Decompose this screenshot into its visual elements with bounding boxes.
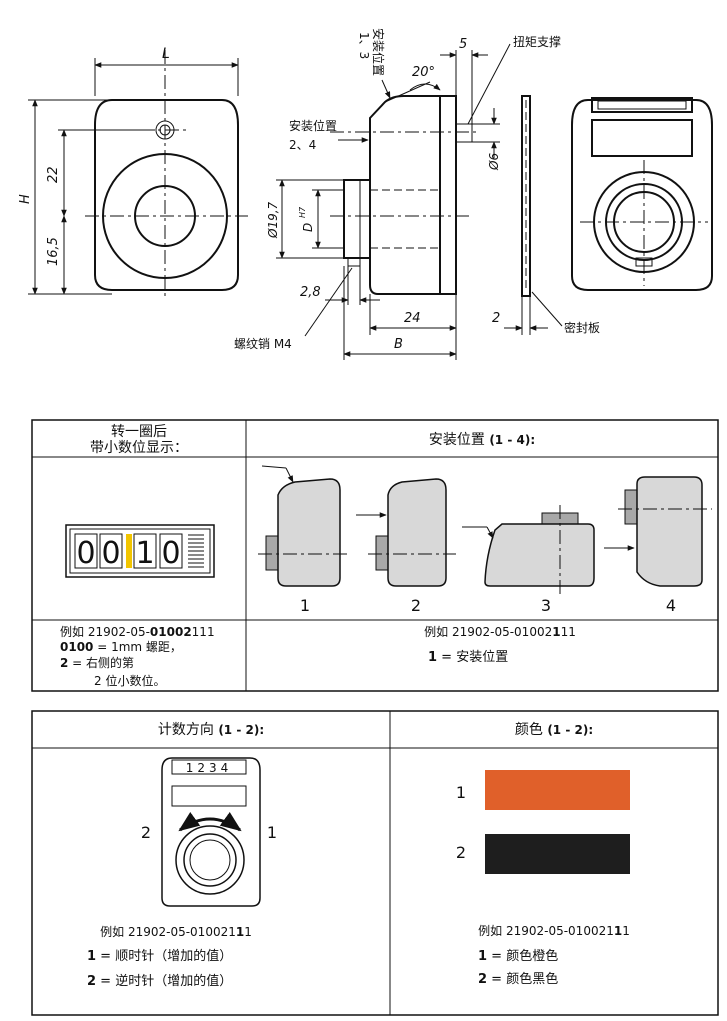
dim-22-label: 22 — [46, 166, 61, 183]
t1-head-left-line2: 带小数位显示： — [90, 440, 188, 456]
t2-right-line3-rest: = 颜色黑色 — [487, 971, 558, 987]
t2-right-line3: 2 = 颜色黑色 — [478, 971, 558, 987]
t1-left-line4: 2 位小数位。 — [94, 673, 165, 688]
t1-left-line2-rest: = 1mm 螺距， — [93, 640, 182, 654]
dim-5-label: 5 — [459, 37, 467, 52]
color-swatch-black — [485, 834, 630, 874]
t1-right-example-suffix: 11 — [561, 625, 576, 639]
dim-L-label: L — [162, 46, 170, 62]
dim-H-label: H — [18, 194, 33, 204]
t2-right-line2: 1 = 颜色橙色 — [478, 948, 558, 964]
t1-left-line3-bold: 2 — [60, 656, 68, 670]
mount-pos-3-label: 3 — [541, 596, 551, 615]
t1-left-line3-rest: = 右侧的第 — [68, 655, 134, 670]
counter-digit-2: 0 — [101, 536, 120, 571]
t2-left-line3-bold: 2 — [87, 974, 96, 989]
t2-left-example-suffix: 1 — [244, 925, 252, 939]
mount-pos-3-icon: 3 — [462, 505, 595, 615]
t2-head-right-text: 颜色 — [515, 721, 547, 738]
counter-digit-3: 1 — [135, 536, 154, 571]
t2-right-line2-rest: = 颜色橙色 — [487, 948, 558, 964]
t2-left-example-bold: 1 — [236, 925, 244, 939]
t2-left-line2-rest: = 顺时针（增加的值） — [96, 948, 232, 964]
dim-B-label: B — [394, 337, 403, 352]
front-view: L H 22 16,5 — [18, 46, 248, 300]
t2-head-left-range: (1 - 2): — [218, 723, 264, 737]
t2-left-example: 例如 21902-05-01002111 — [100, 924, 252, 939]
counter-display: 0 0 1 0 — [65, 524, 215, 578]
mount-pos-4-label: 4 — [666, 596, 676, 615]
t2-left-example-prefix: 例如 21902-05-010021 — [100, 924, 236, 939]
t2-left-line3: 2 = 逆时针（增加的值） — [87, 973, 232, 989]
t1-left-example-suffix: 111 — [192, 625, 215, 639]
t2-head-right: 颜色 (1 - 2): — [515, 721, 593, 738]
mount-pos-4-icon: 4 — [604, 476, 712, 615]
mount-pos-24-line2: 2、4 — [289, 138, 316, 152]
t1-right-line2-bold: 1 — [428, 650, 437, 665]
t2-head-right-range: (1 - 2): — [547, 723, 593, 737]
counter-scale — [188, 534, 204, 568]
color-swatch-orange — [485, 770, 630, 810]
t1-right-example-prefix: 例如 21902-05-01002 — [424, 624, 552, 639]
counter-digit-1: 0 — [76, 536, 95, 571]
dir-left-label: 2 — [141, 823, 151, 842]
side-view: 5 20° 安装位置 1、3 安装位置 2、4 扭矩支撑 Ø6 Ø19,7 D … — [234, 28, 561, 360]
t2-left-line2: 1 = 顺时针（增加的值） — [87, 948, 232, 964]
mount-pos-1-label: 1 — [300, 596, 310, 615]
t2-head-left-text: 计数方向 — [158, 722, 218, 738]
table-2: 计数方向 (1 - 2): 颜色 (1 - 2): 1234 2 1 例如 21… — [31, 710, 719, 1016]
t1-left-line3: 2 = 右侧的第 — [60, 655, 134, 670]
t1-head-right-text: 安装位置 — [429, 432, 489, 448]
dim-20deg-label: 20° — [412, 65, 435, 80]
mount-pos-24-line1: 安装位置 — [289, 118, 337, 133]
mini-counter-digits: 1234 — [186, 761, 233, 775]
mount-pos-2-icon: 2 — [356, 478, 456, 615]
t1-head-left-line1: 转一圈后 — [111, 424, 167, 440]
dim-d19-7-label: Ø19,7 — [266, 201, 280, 239]
threaded-pin-label: 螺纹销 M4 — [234, 337, 292, 351]
t2-right-example-suffix: 1 — [622, 924, 630, 938]
t2-right-example-prefix: 例如 21902-05-010021 — [478, 923, 614, 938]
t2-right-line3-bold: 2 — [478, 972, 487, 987]
dim-D-sup: H7 — [298, 206, 307, 218]
torque-support-label: 扭矩支撑 — [513, 34, 561, 49]
t1-left-example-prefix: 例如 21902-05- — [60, 624, 150, 639]
t2-head-left: 计数方向 (1 - 2): — [158, 722, 264, 738]
dir-right-label: 1 — [267, 823, 277, 842]
mount-pos-13-line1: 安装位置 — [371, 28, 386, 76]
mount-pos-13-line2: 1、3 — [357, 32, 371, 59]
seal-plate-label: 密封板 — [564, 320, 600, 335]
dim-D-label: D — [301, 223, 315, 232]
seal-plate-view: 2 密封板 — [492, 95, 600, 335]
counting-direction-icon: 1234 2 1 — [141, 757, 277, 907]
back-view — [571, 97, 713, 291]
mount-pos-2-label: 2 — [411, 596, 421, 615]
t1-right-line2-rest: = 安装位置 — [437, 650, 508, 665]
t1-right-example-bold: 1 — [552, 625, 560, 639]
color-1-label: 1 — [456, 783, 466, 802]
t2-left-line2-bold: 1 — [87, 949, 96, 964]
dim-2-label: 2 — [492, 311, 500, 326]
dim-16-5-label: 16,5 — [46, 237, 61, 266]
counter-digit-4: 0 — [161, 536, 180, 571]
t2-right-example: 例如 21902-05-01002111 — [478, 923, 630, 938]
dim-d6-label: Ø6 — [487, 153, 501, 171]
t2-left-line3-rest: = 逆时针（增加的值） — [96, 973, 232, 989]
t1-left-example: 例如 21902-05-01002111 — [60, 624, 215, 639]
dim-24-label: 24 — [404, 311, 421, 326]
color-2-label: 2 — [456, 843, 466, 862]
t1-head-right-range: (1 - 4): — [489, 433, 535, 447]
t1-right-line2: 1 = 安装位置 — [428, 650, 508, 665]
t1-left-line2-bold: 0100 — [60, 640, 93, 654]
t1-head-right: 安装位置 (1 - 4): — [429, 432, 535, 448]
t1-left-line2: 0100 = 1mm 螺距， — [60, 640, 182, 654]
t1-right-example: 例如 21902-05-01002111 — [424, 624, 576, 639]
t2-right-example-bold: 1 — [614, 924, 622, 938]
table-1: 转一圈后 带小数位显示： 安装位置 (1 - 4): 0 0 1 0 — [31, 419, 719, 692]
mount-pos-1-icon: 1 — [258, 465, 350, 615]
t2-right-line2-bold: 1 — [478, 949, 487, 964]
t1-left-example-bold: 01002 — [150, 625, 192, 639]
dim-2-8-label: 2,8 — [300, 285, 321, 300]
